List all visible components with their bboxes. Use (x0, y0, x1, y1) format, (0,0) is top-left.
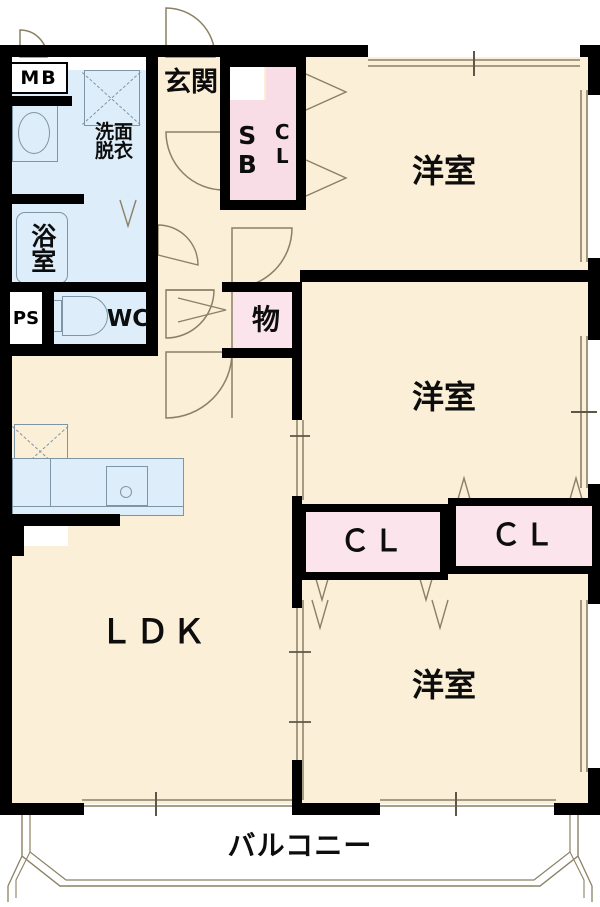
label-entrance: 玄関 (164, 67, 218, 99)
wall-ldk-right (292, 496, 302, 608)
kitchen-counter-divider (50, 458, 52, 514)
toilet-bowl-icon (62, 296, 108, 336)
entrance-step-box (230, 67, 264, 100)
wall-stub-kitchen-notch (24, 526, 68, 546)
wall-stub-kitchen (12, 514, 120, 526)
label-storage: 物 (251, 302, 280, 336)
wall-stub-entrance-top-right (230, 57, 270, 67)
label-meter-box: MB (10, 62, 68, 94)
label-bedroom-middle: 洋室 (411, 377, 476, 416)
wall-bedroom-top-bottom (300, 270, 588, 282)
wall-entrance-closet-bottom (220, 200, 306, 210)
wall-corridor-right-upper (292, 282, 302, 420)
wall-mb-bottom (12, 96, 72, 106)
wall-stub-kitchen-vertical (12, 514, 24, 556)
closet-fill-storage (232, 290, 300, 350)
room-fill-bedroom-middle (300, 279, 588, 506)
wall-sb-left (220, 100, 230, 210)
wall-storage-top (222, 282, 302, 292)
wall-ldk-right-lower (292, 760, 302, 808)
washbasin-bowl-icon (18, 112, 50, 154)
wall-ps-right (44, 288, 54, 346)
exterior-wall-bottom-c (554, 803, 600, 815)
wall-storage-bottom (222, 348, 302, 358)
wall-entrance-closet-right (296, 57, 306, 210)
closet-left-inner (306, 512, 440, 572)
label-bedroom-bottom: 洋室 (411, 665, 476, 704)
room-fill-bedroom-top (300, 57, 588, 279)
wall-entrance-right (220, 45, 230, 105)
label-closet-entrance: CL (270, 120, 295, 168)
kitchen-counter-icon (12, 458, 184, 514)
label-washroom: 洗面 脱衣 (94, 120, 133, 162)
exterior-wall-right-a (588, 45, 600, 95)
label-shoe-box: SB (232, 121, 262, 179)
label-pipe-space: PS (8, 290, 44, 346)
wall-bath-top (12, 194, 84, 204)
washing-machine-pan-icon (84, 70, 140, 126)
exterior-wall-bottom-b (292, 803, 380, 815)
label-ldk: ＬＤＫ (99, 612, 209, 652)
exterior-wall-left (0, 45, 12, 815)
label-bedroom-top: 洋室 (411, 151, 476, 190)
closet-right-inner (456, 506, 592, 566)
closet-fill-shoe-box (228, 100, 266, 200)
room-fill-ldk (12, 352, 300, 804)
wall-toilet-top (12, 282, 158, 292)
kitchen-sink-icon (106, 466, 148, 506)
label-closet-left: ＣＬ (340, 523, 406, 559)
label-closet-right: ＣＬ (491, 517, 557, 553)
exterior-wall-right-b (588, 258, 600, 340)
sink-drain-icon (120, 486, 132, 498)
wall-washroom-right (146, 45, 158, 355)
wall-toilet-bottom (12, 344, 158, 356)
label-toilet: WC (106, 306, 150, 333)
label-bathroom: 浴室 (27, 223, 57, 273)
exterior-wall-top-right-a (300, 45, 368, 57)
exterior-wall-bottom-a (0, 803, 84, 815)
label-balcony: バルコニー (227, 828, 373, 862)
